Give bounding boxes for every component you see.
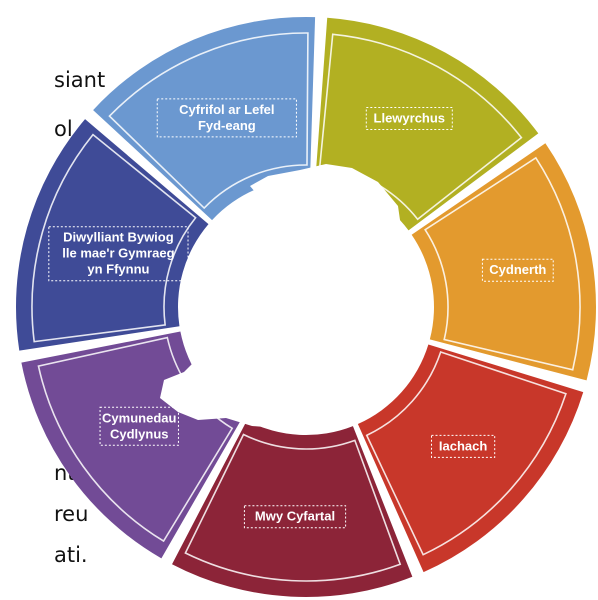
label-diwylliant-bywiog-line-2: lle mae'r Gymraeg (62, 246, 174, 261)
segment-outline-cydnerth (424, 156, 581, 371)
cut-off-text-2: ol (54, 117, 73, 141)
wheel-segments (16, 17, 596, 597)
segment-iachach (357, 344, 584, 573)
label-box-iachach (431, 434, 496, 458)
label-box-diwylliant-bywiog (48, 226, 189, 282)
wales-map-silhouette (160, 164, 402, 428)
label-box-llewyrchus (365, 106, 453, 130)
segment-outline-iachach (365, 350, 567, 556)
label-diwylliant-bywiog-line-3: yn Ffynnu (87, 262, 149, 277)
label-cyfrifol-byd-eang-line-2: Fyd-eang (198, 118, 256, 133)
segment-mwy-cyfartal (172, 420, 413, 597)
segment-outline-cyfrifol-byd-eang (108, 32, 309, 210)
segment-llewyrchus (315, 17, 539, 231)
label-box-cymunedau-cydlynus (99, 406, 179, 446)
label-cydnerth-line-1: Cydnerth (489, 262, 546, 277)
label-diwylliant-bywiog-line-1: Diwylliant Bywiog (63, 230, 174, 245)
label-iachach-line-1: Iachach (439, 438, 487, 453)
cut-off-text-1: siant (54, 68, 106, 92)
label-cymunedau-cydlynus-line-2: Cydlynus (110, 426, 169, 441)
label-cymunedau-cydlynus-line-1: Cymunedau (102, 410, 176, 425)
cut-off-text-5: ati. (54, 543, 88, 567)
segment-cyfrifol-byd-eang (93, 17, 316, 221)
segment-cydnerth (411, 143, 596, 381)
cut-off-text-4: reu (54, 502, 89, 526)
segment-outline-diwylliant-bywiog (31, 133, 197, 343)
label-box-cyfrifol-byd-eang (156, 98, 297, 138)
label-cyfrifol-byd-eang-line-1: Cyfrifol ar Lefel (179, 102, 274, 117)
segment-outline-mwy-cyfartal (184, 433, 402, 582)
label-mwy-cyfartal-line-1: Mwy Cyfartal (255, 509, 335, 524)
label-box-mwy-cyfartal (243, 505, 347, 529)
label-llewyrchus-line-1: Llewyrchus (374, 110, 446, 125)
label-box-cydnerth (481, 258, 554, 282)
